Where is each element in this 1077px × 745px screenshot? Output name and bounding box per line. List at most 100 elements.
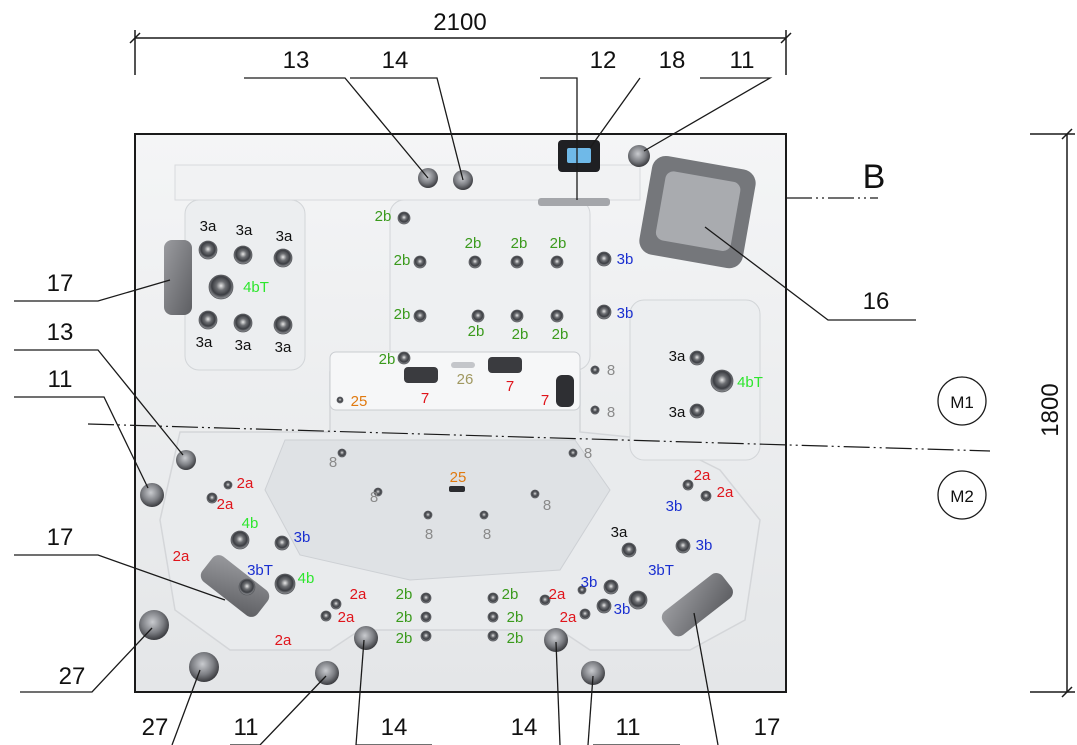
jet-nozzle <box>206 492 218 504</box>
jet-nozzle <box>603 579 619 595</box>
jet-nozzle <box>596 251 612 267</box>
callout-17-left-top: 17 <box>47 270 74 297</box>
jet-label: 8 <box>607 404 615 421</box>
jet-nozzle <box>238 578 256 596</box>
jet-nozzle <box>274 535 290 551</box>
jet-nozzle <box>397 351 411 365</box>
callout-18-top: 18 <box>659 47 686 74</box>
jet-label: 7 <box>421 390 429 407</box>
callout-11-top: 11 <box>730 47 755 74</box>
jet-label: 2b <box>394 306 411 323</box>
jet-label: 2a <box>717 484 734 501</box>
jet-nozzle <box>590 365 600 375</box>
jet-nozzle <box>621 542 637 558</box>
drain <box>449 486 465 492</box>
jet-label: 2b <box>512 326 529 343</box>
jet-nozzle <box>700 490 712 502</box>
jet-nozzle <box>230 530 250 550</box>
jet-label: 3a <box>611 524 628 541</box>
jet-label: 2b <box>511 235 528 252</box>
jet-label: 3b <box>614 601 631 618</box>
headrest-pillow-left <box>164 240 192 315</box>
callout-27-bottom: 27 <box>142 714 169 741</box>
callout-numbers: 13 14 12 18 11 16 17 13 11 17 27 27 11 1… <box>47 47 890 741</box>
jet-label: 2a <box>338 609 355 626</box>
zone-m2-label: M2 <box>950 487 974 506</box>
jet-label: 3a <box>275 339 292 356</box>
jet-label: 2a <box>549 586 566 603</box>
jet-nozzle <box>487 611 499 623</box>
jet-label: 3bT <box>648 562 674 579</box>
jet-label: 3b <box>666 498 683 515</box>
jet-label: 2b <box>550 235 567 252</box>
jet-nozzle <box>596 598 612 614</box>
jet-nozzle <box>320 610 332 622</box>
jet-label: 4bT <box>737 374 763 391</box>
light-strip-right <box>488 357 522 373</box>
filter-cover-inner <box>655 171 741 251</box>
jet-label: 3b <box>294 529 311 546</box>
jet-nozzle <box>274 573 296 595</box>
jet-nozzle <box>420 592 432 604</box>
jet-nozzle <box>330 598 342 610</box>
jet-label: 3a <box>235 337 252 354</box>
width-dimension-label: 2100 <box>433 9 486 36</box>
zone-m2: M2 <box>937 470 987 520</box>
jet-label: 2b <box>375 208 392 225</box>
jet-label: 8 <box>584 445 592 462</box>
jet-nozzle <box>596 304 612 320</box>
jet-nozzle <box>397 211 411 225</box>
zone-m1-label: M1 <box>950 393 974 412</box>
jet-label: 2b <box>396 630 413 647</box>
jet-nozzle <box>198 310 218 330</box>
upper-middle-seat <box>389 199 591 371</box>
jet-nozzle <box>487 630 499 642</box>
callout-27-left: 27 <box>59 663 86 690</box>
jet-nozzle <box>223 480 233 490</box>
jet-label: 8 <box>543 497 551 514</box>
jets <box>198 211 734 642</box>
jet-nozzle <box>487 592 499 604</box>
jet-nozzle <box>628 590 648 610</box>
jet-label: 2b <box>502 586 519 603</box>
jet-nozzle <box>550 309 564 323</box>
callout-13-top: 13 <box>283 47 310 74</box>
jet-label: 2b <box>379 351 396 368</box>
height-dimension-label: 1800 <box>1037 383 1064 436</box>
jet-label: 3a <box>200 218 217 235</box>
jet-nozzle <box>373 487 383 497</box>
jet-nozzle <box>471 309 485 323</box>
jet-label: 2a <box>694 467 711 484</box>
jet-nozzle <box>337 448 347 458</box>
callout-leaders <box>14 77 916 745</box>
jet-nozzle <box>590 405 600 415</box>
light-knob-bottom-right <box>581 661 605 685</box>
footwell <box>264 439 611 581</box>
jet-nozzle <box>579 608 591 620</box>
air-control-knob-left <box>176 450 196 470</box>
callout-14-bottom-right: 14 <box>511 714 538 741</box>
jet-nozzle <box>413 255 427 269</box>
callout-11-bottom-right: 11 <box>616 714 641 741</box>
jet-nozzle <box>510 255 524 269</box>
jet-label: 26 <box>457 371 474 388</box>
callout-14-bottom-left: 14 <box>381 714 408 741</box>
jet-label: 7 <box>541 392 549 409</box>
jet-label: 3b <box>581 574 598 591</box>
jet-label: 2a <box>173 548 190 565</box>
section-marker-b: B <box>863 158 886 196</box>
ozone-bar <box>556 375 574 407</box>
jet-nozzle <box>530 489 540 499</box>
control-panel-screen <box>567 148 591 163</box>
jet-label: 2b <box>552 326 569 343</box>
jet-label: 3a <box>236 222 253 239</box>
light-knob-left <box>140 483 164 507</box>
jet-label: 8 <box>370 489 378 506</box>
jet-label: 2a <box>275 632 292 649</box>
light-strip-left <box>404 367 438 383</box>
jet-label: 3b <box>617 251 634 268</box>
section-line <box>87 423 991 452</box>
waterfall <box>538 198 610 206</box>
fixtures <box>164 140 756 637</box>
